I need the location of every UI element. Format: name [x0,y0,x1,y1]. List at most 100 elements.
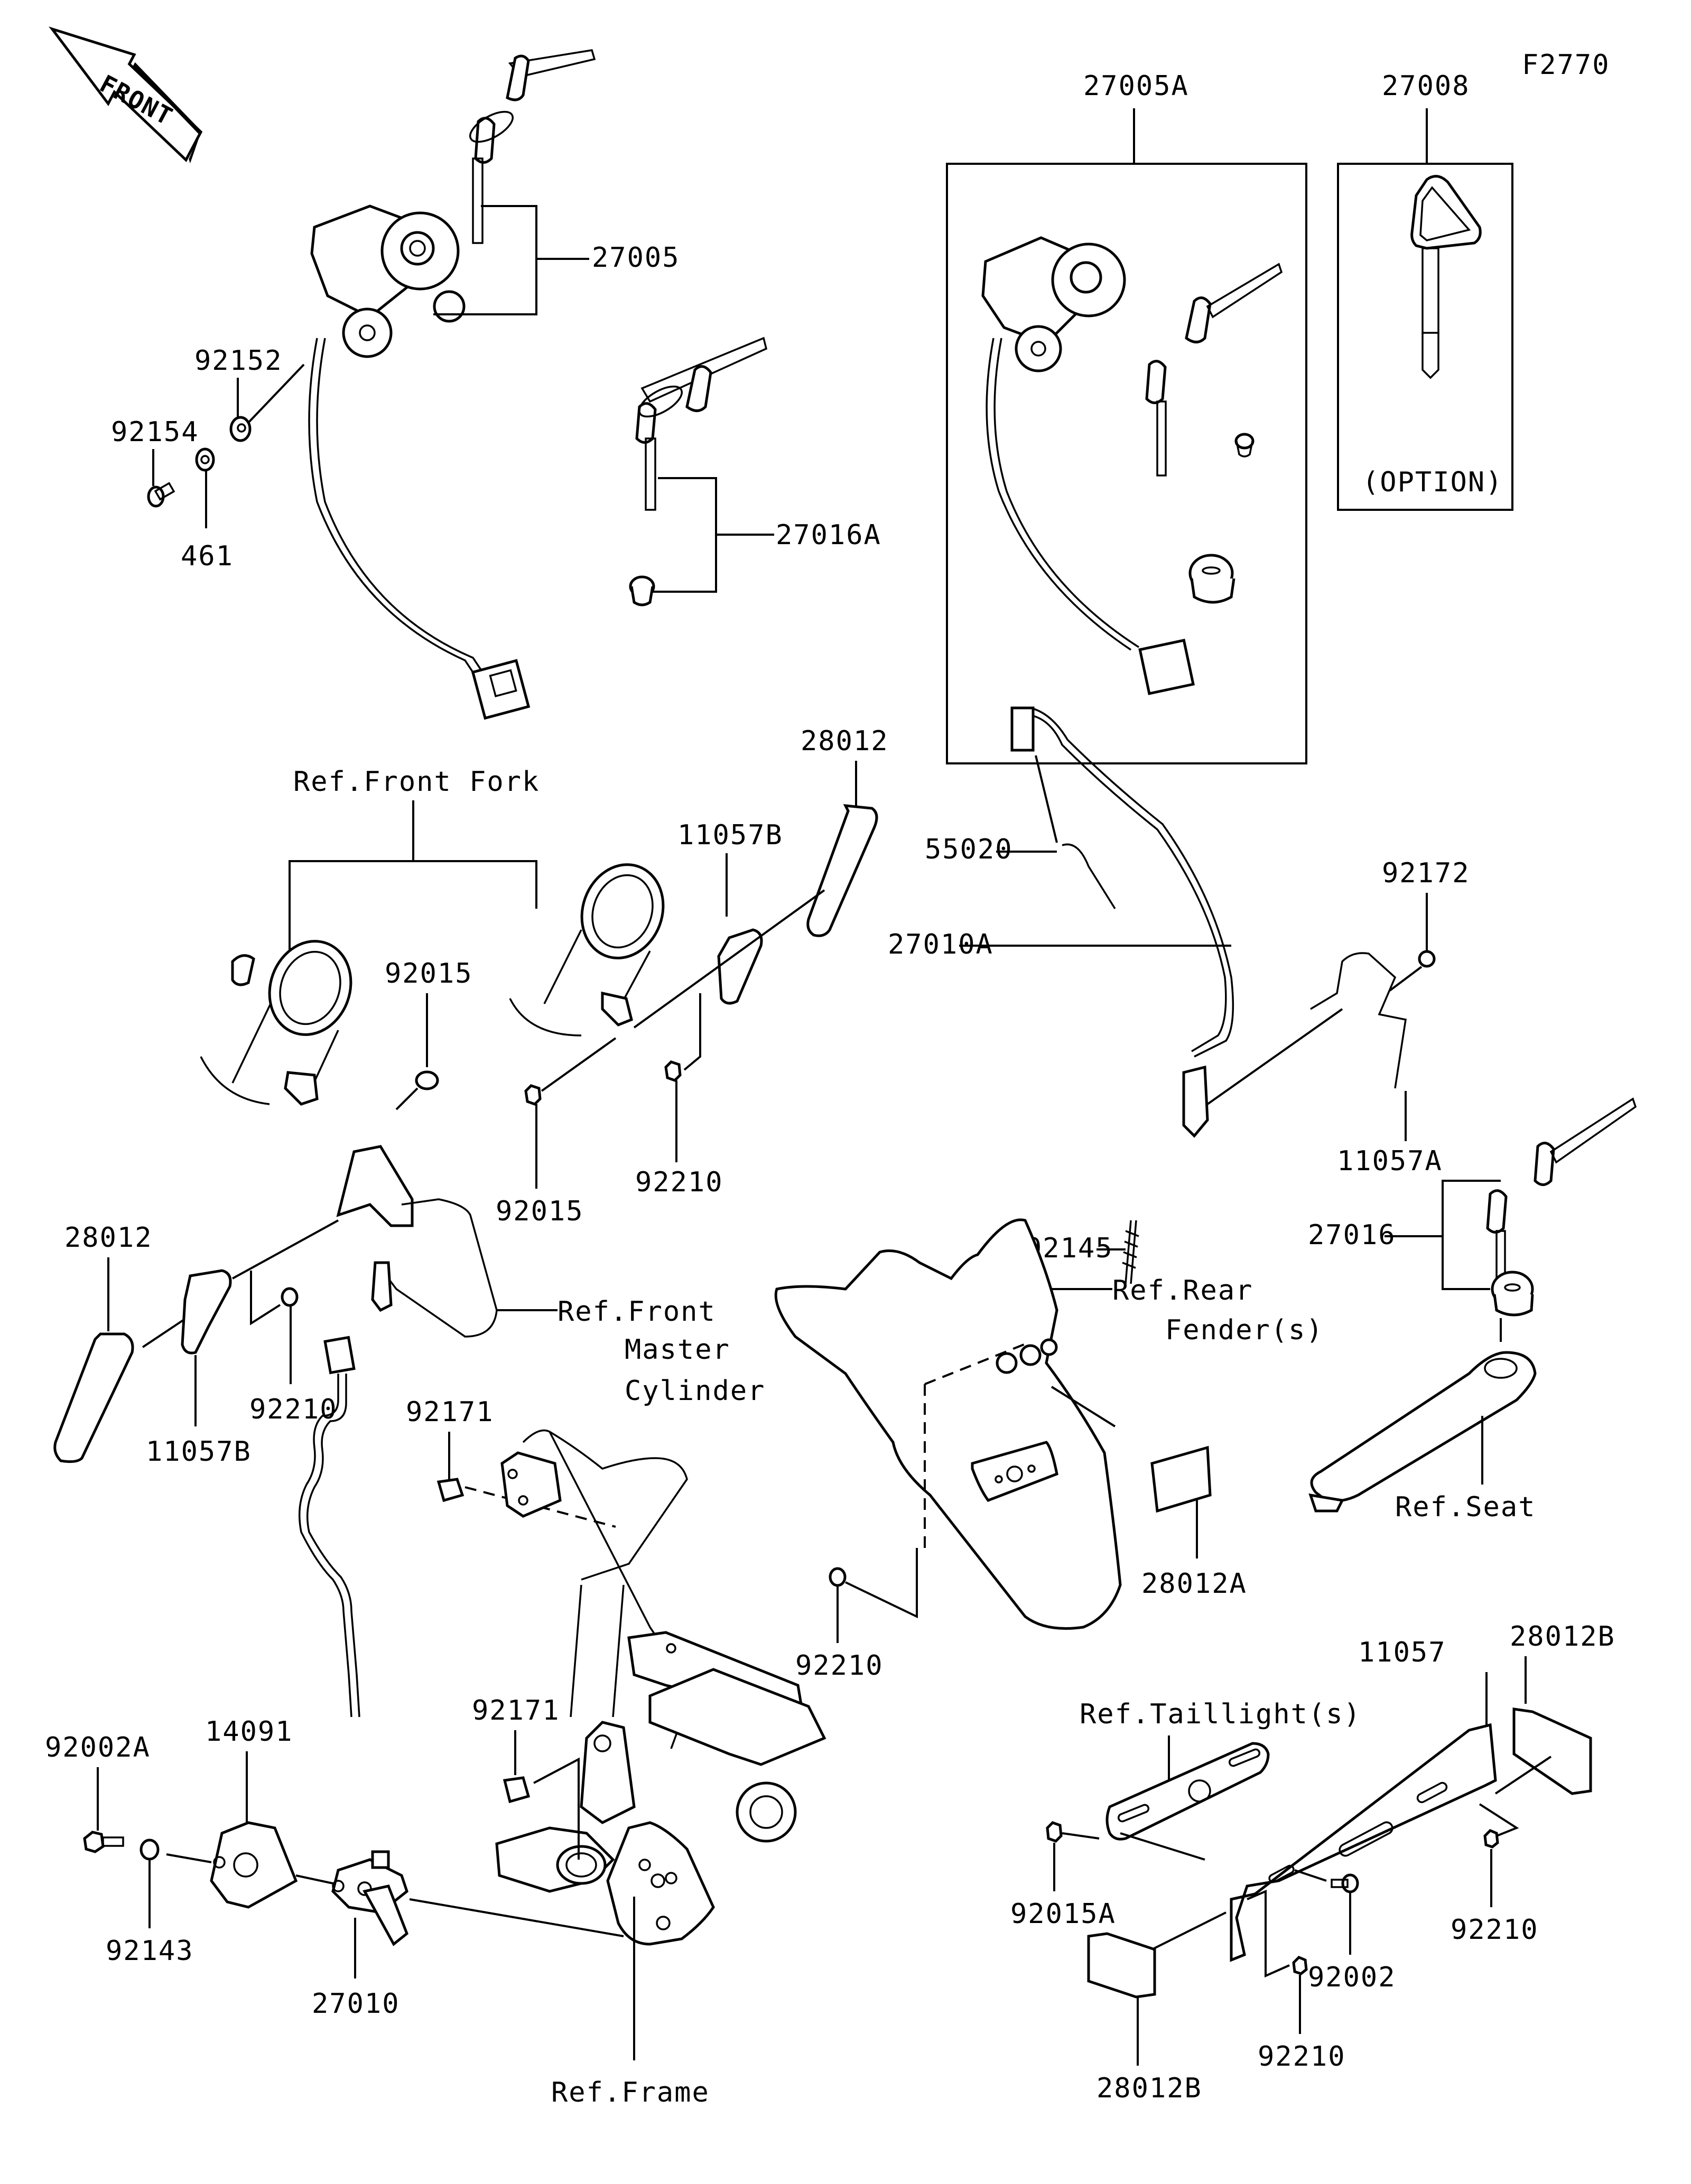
part-92152-label: 92152 [194,345,283,377]
fork-tube-icon [200,940,352,1106]
master-cylinder-guard-icon [336,1145,498,1338]
figure-id: F2770 [1522,49,1610,81]
connector-icon [1138,639,1195,695]
reflector-icon [1150,1445,1212,1513]
part-92171-a-label: 92171 [406,1396,494,1428]
part-11057-label: 11057 [1358,1637,1446,1668]
taillight-bracket-group: Ref.Taillight(s) 11057 28012B 92210 9201… [1010,1621,1615,2104]
reflector-icon [1087,1932,1156,1999]
spring-icon [1125,1220,1137,1284]
nut-icon [524,1084,542,1106]
ignition-switch-assembly: 27005 [308,49,679,720]
ref-front-master-label-2: Master [625,1334,730,1366]
option-note: (OPTION) [1362,466,1503,498]
ref-rear-fender-label-1: Ref.Rear [1112,1275,1253,1306]
seat-base-icon [1310,1351,1537,1502]
part-92143-label: 92143 [106,1935,194,1967]
part-14091-label: 14091 [205,1716,293,1748]
part-92172-label: 92172 [1382,857,1470,889]
seat-lock-group: 27016 Ref.Seat [1308,1097,1637,1523]
part-92210-a-label: 92210 [635,1166,723,1198]
clamp-icon [1062,843,1116,909]
key-icon [1185,296,1212,343]
part-55020-label: 55020 [925,834,1013,865]
screw-icon [1418,950,1436,968]
key-icon [1486,1189,1508,1234]
connector-icon [471,659,531,720]
rear-fender-icon [774,1218,1122,1630]
bracket-icon [181,1269,232,1355]
part-28012A-label: 28012A [1141,1568,1247,1600]
frame-icon [495,1429,826,1946]
part-92002A-label: 92002A [45,1732,151,1763]
connector-icon [323,1336,356,1375]
part-27010-label: 27010 [312,1988,400,2020]
nut-icon [664,1060,682,1082]
part-28012-top-label: 28012 [801,725,889,757]
part-92002-label: 92002 [1308,1962,1396,1993]
part-11057B-top-label: 11057B [677,819,783,851]
key-pair-icon [469,49,596,244]
bracket-icon [717,928,763,1005]
part-27005A-label: 27005A [1083,70,1189,102]
taillight-stay-icon [1105,1742,1270,1841]
ref-rear-fender-label-2: Fender(s) [1165,1314,1324,1346]
front-direction-arrow-icon: FRONT [49,26,203,164]
part-92210-e-label: 92210 [1258,2041,1346,2073]
sidestand-switch-group: 55020 27010A 92172 11057A 92145 [888,706,1470,1284]
connector-icon [1010,706,1035,752]
part-92210-c-label: 92210 [795,1650,884,1682]
reflector-icon [1512,1707,1592,1795]
bolt-icon [1331,1873,1359,1893]
part-28012-left-label: 28012 [64,1222,153,1254]
part-27016A-label: 27016A [776,519,881,551]
reflector-icon [53,1332,134,1463]
key-icon [1534,1142,1555,1186]
clip-icon [503,1776,531,1804]
nut-icon [229,416,252,442]
sidestand-switch-icon [331,1850,408,1946]
nut-icon [281,1287,299,1307]
ignition-switch-body-icon [981,236,1126,372]
switch-sensor-icon [1182,1065,1209,1138]
part-92210-d-label: 92210 [1451,1914,1539,1946]
lock-cylinder-icon [629,575,655,606]
nut-icon [415,1070,439,1090]
ref-taillight-label: Ref.Taillight(s) [1080,1698,1361,1730]
lock-cylinder-icon [1234,433,1255,458]
kit-box-27005A: 27005A [946,70,1307,764]
nut-icon [1483,1829,1499,1849]
ignition-switch-body-icon [310,204,466,358]
kit-box-27008: 27008 (OPTION) [1337,70,1513,511]
part-92154-label: 92154 [111,416,199,448]
washer-icon [140,1838,160,1861]
bolt-icon [147,482,175,508]
nut-icon [1292,1956,1308,1975]
key-icon [1145,360,1167,404]
part-92015-a-label: 92015 [385,958,473,990]
key-set-27016A: 27016A [629,337,881,606]
ref-frame-label: Ref.Frame [551,2077,710,2108]
part-27016-label: 27016 [1308,1219,1396,1251]
seat-lock-icon [1491,1271,1534,1317]
part-92171-b-label: 92171 [472,1695,560,1726]
ref-front-master-label-1: Ref.Front [558,1296,716,1328]
bracket-icon [1230,1723,1497,1962]
part-28012B-top-label: 28012B [1510,1621,1615,1653]
rear-fender-group: Ref.Rear Fender(s) 28012A 92210 [774,1218,1324,1682]
part-92015A-label: 92015A [1010,1898,1116,1930]
fork-tube-icon [509,863,665,1037]
part-28012B-bottom-label: 28012B [1097,2073,1202,2104]
clip-icon [436,1478,464,1502]
ref-front-fork-label: Ref.Front Fork [293,766,540,798]
fastener-group-ignition: 92152 92154 461 [111,345,305,572]
part-11057B-left-label: 11057B [146,1436,252,1468]
part-11057A-label: 11057A [1337,1145,1443,1177]
reflector-icon [806,804,878,937]
nut-icon [829,1567,847,1587]
frame-group: 92171 92171 [45,1336,826,2108]
part-92210-b-label: 92210 [249,1394,338,1425]
front-fork-reflector-group: Ref.Front Fork 28012 11057B [53,725,889,1468]
washer-icon [195,447,215,472]
